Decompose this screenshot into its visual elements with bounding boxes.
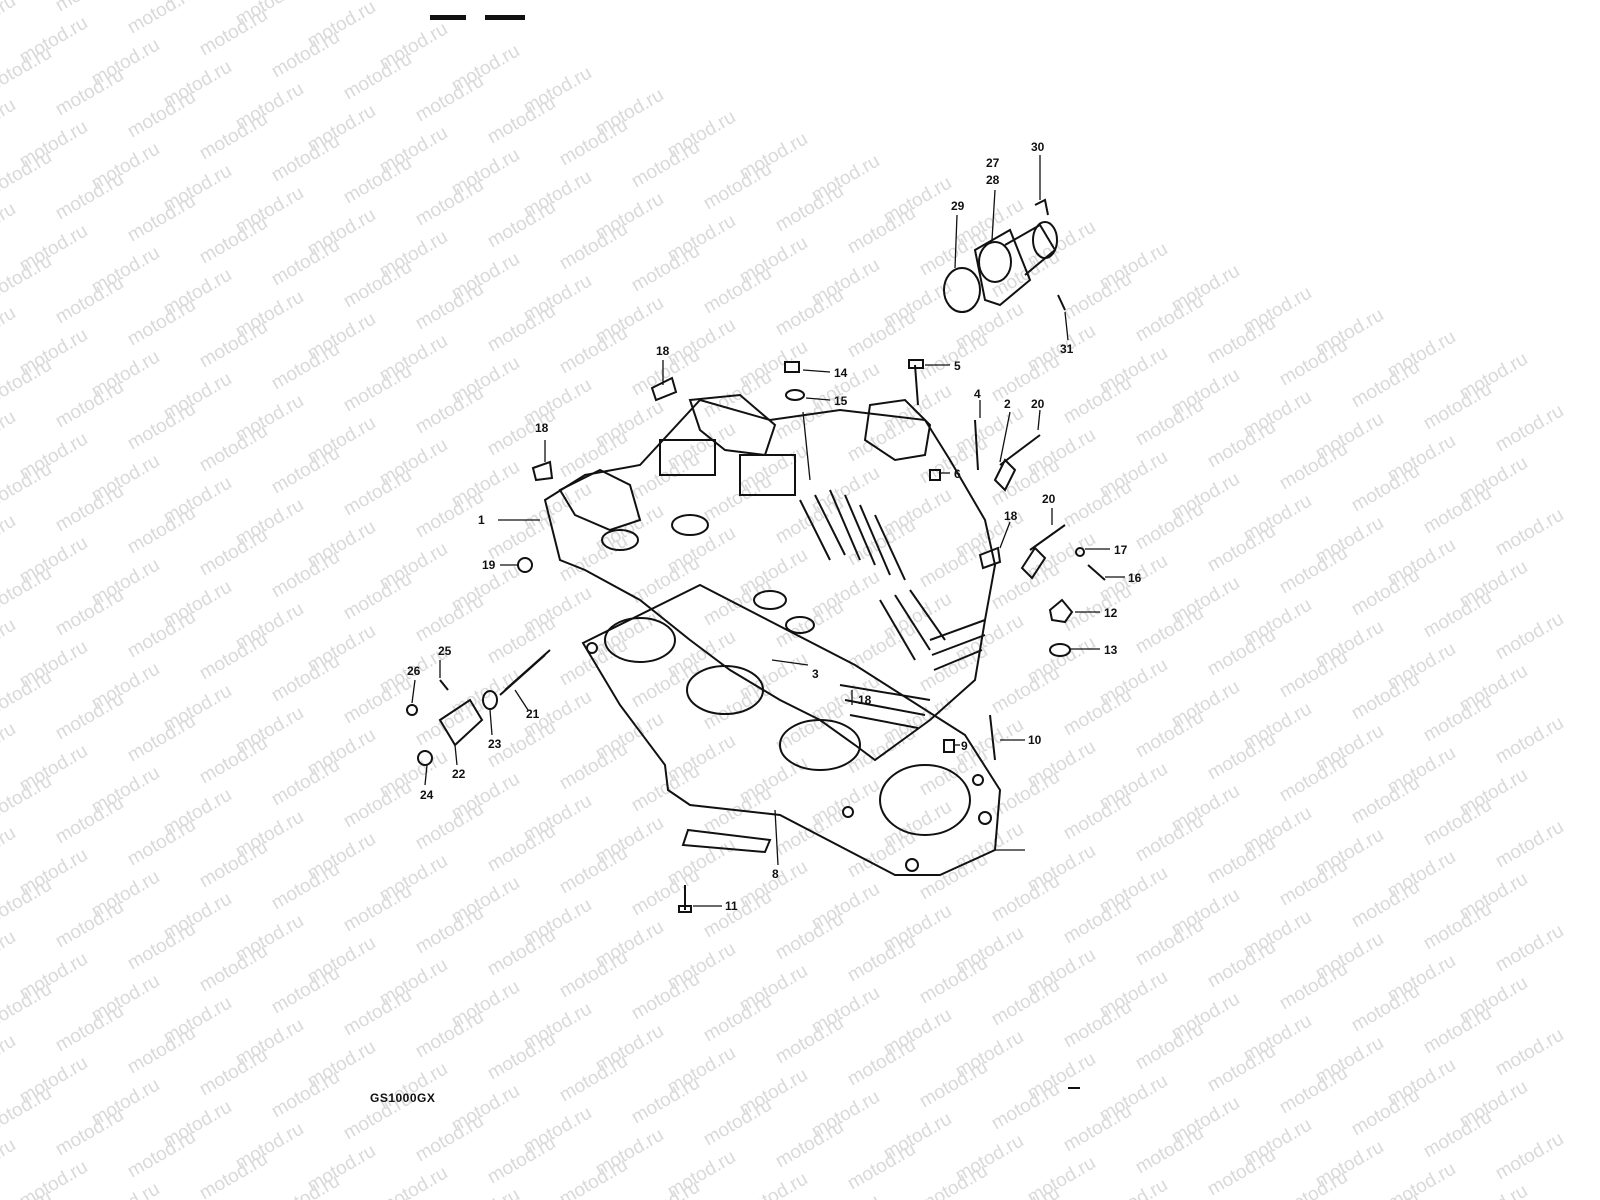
- callout-29: 29: [951, 199, 965, 213]
- callout-18-b: 18: [535, 421, 549, 435]
- callout-1: 1: [478, 513, 485, 527]
- callout-14: 14: [834, 366, 848, 380]
- callout-30: 30: [1031, 140, 1045, 154]
- callout-28: 28: [986, 173, 1000, 187]
- callout-11: 11: [725, 899, 738, 913]
- corner-marks: [430, 15, 1080, 1089]
- callout-8: 8: [772, 867, 779, 881]
- model-label: GS1000GX: [370, 1091, 436, 1105]
- callout-18-d: 18: [858, 693, 872, 707]
- callout-21: 21: [526, 707, 540, 721]
- leader-lines: [411, 155, 1125, 907]
- small-parts: [406, 359, 1106, 913]
- callout-4: 4: [974, 387, 981, 401]
- callout-9: 9: [961, 739, 968, 753]
- callout-20-a: 20: [1042, 492, 1056, 506]
- callout-3: 3: [812, 667, 819, 681]
- gasket-strip: [681, 828, 772, 854]
- callout-23: 23: [488, 737, 502, 751]
- intake-pipe: [943, 198, 1066, 313]
- callout-numbers: 1 2 3 4 5 6 8 9 10 11 12 13 14 15 16 17 …: [407, 140, 1142, 913]
- callout-2: 2: [1004, 397, 1011, 411]
- callout-25: 25: [438, 644, 452, 658]
- cylinder-head: [543, 393, 997, 762]
- callout-17: 17: [1114, 543, 1128, 557]
- callout-18-c: 18: [1004, 509, 1018, 523]
- callout-5: 5: [954, 359, 961, 373]
- callout-27: 27: [986, 156, 1000, 170]
- callout-10: 10: [1028, 733, 1042, 747]
- callout-19: 19: [482, 558, 496, 572]
- callout-15: 15: [834, 394, 848, 408]
- callout-24: 24: [420, 788, 434, 802]
- callout-22: 22: [452, 767, 466, 781]
- callout-16: 16: [1128, 571, 1142, 585]
- callout-31: 31: [1060, 342, 1074, 356]
- callout-12: 12: [1104, 606, 1118, 620]
- callout-20-b: 20: [1031, 397, 1045, 411]
- callout-26: 26: [407, 664, 421, 678]
- callout-6: 6: [954, 467, 961, 481]
- callout-13: 13: [1104, 643, 1118, 657]
- callout-18-a: 18: [656, 344, 670, 358]
